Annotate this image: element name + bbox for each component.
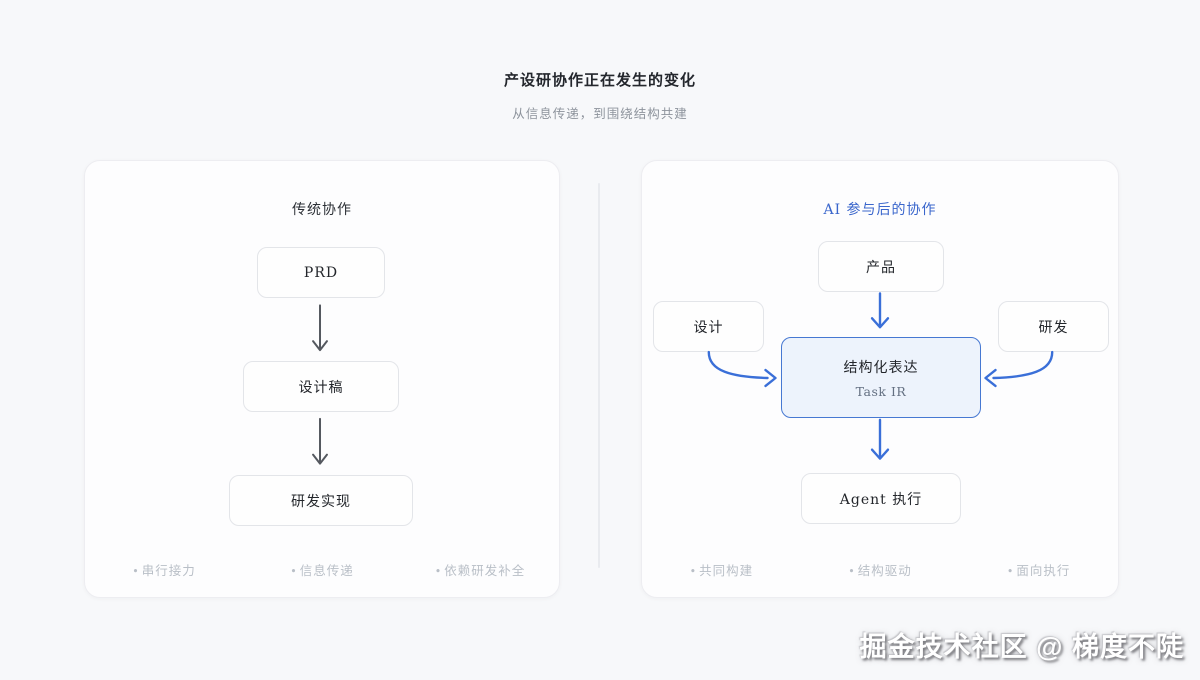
- bullet-icon: •: [1006, 565, 1015, 578]
- arrow-dev-to-center-icon: [992, 350, 1054, 380]
- footer-serial-relay-label: 串行接力: [141, 563, 196, 578]
- footer-rely-dev-label: 依赖研发补全: [444, 563, 526, 578]
- footer-rely-dev: •依赖研发补全: [401, 560, 559, 579]
- panel-ai: AI 参与后的协作 产品 设计 研发 结构化表达 Task IR Agent 执…: [641, 160, 1119, 598]
- footer-serial-relay: •串行接力: [85, 560, 243, 579]
- panel-ai-title: AI 参与后的协作: [823, 202, 937, 218]
- arrow-design-to-center-icon: [707, 350, 769, 380]
- node-product: 产品: [818, 241, 944, 292]
- ai-footer-row: •共同构建 •结构驱动 •面向执行: [642, 560, 1118, 579]
- bullet-icon: •: [132, 565, 140, 578]
- footer-structure-driven-label: 结构驱动: [857, 563, 912, 578]
- panel-divider: [598, 183, 600, 568]
- page-title: 产设研协作正在发生的变化: [503, 71, 696, 89]
- footer-info-transfer-label: 信息传递: [299, 563, 354, 578]
- node-design-draft: 设计稿: [243, 361, 399, 412]
- traditional-footer-row: •串行接力 •信息传递 •依赖研发补全: [85, 560, 559, 579]
- bullet-icon: •: [689, 565, 698, 578]
- node-prd: PRD: [257, 247, 385, 298]
- structured-expression-title: 结构化表达: [843, 359, 919, 376]
- footer-info-transfer: •信息传递: [243, 560, 401, 579]
- arrow-design-to-dev-head-icon: [312, 453, 328, 465]
- node-design: 设计: [653, 301, 764, 352]
- node-dev: 研发: [998, 301, 1109, 352]
- arrow-design-to-center-head-icon: [764, 368, 777, 388]
- footer-co-build: •共同构建: [642, 560, 801, 579]
- arrow-product-to-center-head-icon: [870, 317, 890, 329]
- page-subtitle: 从信息传递，到围绕结构共建: [512, 106, 688, 121]
- bullet-icon: •: [290, 565, 298, 578]
- panel-traditional-title: 传统协作: [292, 202, 352, 218]
- bullet-icon: •: [434, 565, 443, 578]
- node-dev-implementation: 研发实现: [229, 475, 413, 526]
- footer-co-build-label: 共同构建: [699, 563, 754, 578]
- node-agent-execution: Agent 执行: [801, 473, 961, 524]
- footer-execution-oriented: •面向执行: [959, 560, 1118, 579]
- footer-structure-driven: •结构驱动: [801, 560, 960, 579]
- footer-execution-oriented-label: 面向执行: [1016, 563, 1071, 578]
- arrow-prd-to-design-head-icon: [312, 340, 328, 352]
- arrow-center-to-agent-head-icon: [870, 448, 890, 460]
- task-ir-label: Task IR: [855, 383, 907, 399]
- arrow-dev-to-center-head-icon: [984, 368, 997, 388]
- watermark: 掘金技术社区 @ 梯度不陡: [859, 632, 1184, 662]
- panel-traditional: 传统协作 PRD 设计稿 研发实现 •串行接力 •信息传递 •依赖研发补全: [84, 160, 560, 598]
- bullet-icon: •: [848, 565, 856, 578]
- node-structured-expression: 结构化表达 Task IR: [781, 337, 981, 418]
